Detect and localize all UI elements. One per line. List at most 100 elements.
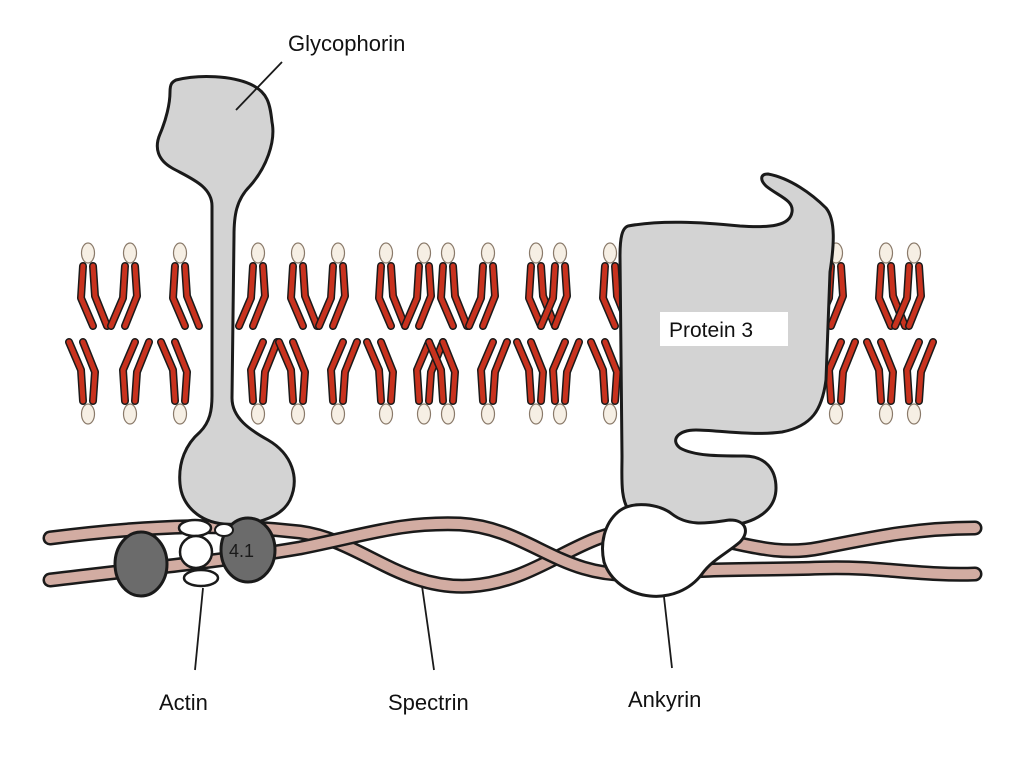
lipid-head-upper bbox=[528, 242, 544, 264]
lipid-tail-lower-b bbox=[916, 339, 936, 404]
lipid-tail-upper-b bbox=[828, 263, 846, 329]
lipid-head-upper bbox=[330, 242, 346, 264]
lipid-tail-upper-b bbox=[538, 263, 558, 329]
actin-subunit-center bbox=[178, 534, 214, 570]
lipid-tail-lower-a bbox=[550, 339, 568, 404]
lipid-head-lower bbox=[878, 403, 894, 425]
lipid-bilayer bbox=[65, 242, 937, 425]
lipid-tail-upper-a bbox=[526, 263, 544, 329]
lipid-tail-lower-a bbox=[904, 339, 922, 404]
lipid-tail-lower-b bbox=[490, 339, 510, 404]
lipid-tail-lower-b bbox=[528, 339, 546, 404]
lipid-tail-upper-b bbox=[90, 263, 110, 329]
lipid-tail-lower-a bbox=[328, 339, 346, 404]
ankyrin-protein bbox=[601, 503, 747, 598]
lipid-tail-upper-a bbox=[316, 263, 336, 329]
lipid-tail-lower-b bbox=[80, 339, 98, 404]
lipid-head-upper bbox=[122, 242, 138, 264]
lipid-tail-upper-a bbox=[538, 263, 558, 329]
lipid-head-upper bbox=[80, 242, 96, 264]
lipid-head-lower bbox=[602, 403, 618, 425]
lipid-tail-lower-a bbox=[414, 339, 432, 404]
glycophorin-label: Glycophorin bbox=[288, 31, 405, 56]
lipid-head-lower bbox=[330, 403, 346, 425]
lipid-tail-lower-b bbox=[838, 339, 858, 404]
lipid-tail-lower-b bbox=[440, 339, 458, 404]
lipid-head-lower bbox=[552, 403, 568, 425]
lipid-tail-lower-b bbox=[260, 339, 280, 404]
lipid-tail-upper-b bbox=[906, 263, 924, 329]
lipid-tail-upper-a bbox=[876, 263, 894, 329]
protein3-label-box bbox=[660, 312, 788, 346]
lipid-tail-lower-a bbox=[864, 339, 884, 404]
lipid-head-upper bbox=[416, 242, 432, 264]
spectrin-leader bbox=[421, 585, 435, 671]
lipid-head-upper bbox=[480, 242, 496, 264]
lipid-head-lower bbox=[828, 403, 844, 425]
lipid-tail-lower-a bbox=[66, 339, 86, 404]
lipid-head-lower bbox=[290, 403, 306, 425]
lipid-tail-upper-a bbox=[288, 263, 306, 329]
actin-subunit-top bbox=[177, 518, 213, 538]
lipid-tail-upper-a bbox=[402, 263, 422, 329]
lipid-tail-lower-a bbox=[276, 339, 296, 404]
lipid-tail-upper-b bbox=[416, 263, 434, 329]
lipid-tail-lower-b bbox=[290, 339, 308, 404]
ankyrin-leader bbox=[663, 596, 673, 669]
ankyrin-label: Ankyrin bbox=[628, 687, 701, 712]
lipid-tail-lower-a bbox=[248, 339, 266, 404]
lipid-tail-lower-a bbox=[158, 339, 178, 404]
lipid-tail-upper-a bbox=[236, 263, 256, 329]
glycophorin-leader bbox=[235, 61, 283, 111]
lipid-tail-upper-b bbox=[182, 263, 202, 329]
lipid-head-upper bbox=[378, 242, 394, 264]
lipid-tail-lower-a bbox=[120, 339, 138, 404]
band41-left-protein bbox=[113, 530, 169, 598]
lipid-tail-lower-b bbox=[562, 339, 582, 404]
lipid-tail-lower-a bbox=[514, 339, 534, 404]
actin-cluster bbox=[177, 518, 234, 588]
lipid-head-lower bbox=[440, 403, 456, 425]
lipid-tail-lower-b bbox=[602, 339, 620, 404]
lipid-tail-upper-a bbox=[600, 263, 618, 329]
lipid-tail-upper-b bbox=[122, 263, 140, 329]
lipid-tail-upper-b bbox=[480, 263, 498, 329]
lipid-tail-upper-a bbox=[466, 263, 486, 329]
lipid-tail-lower-a bbox=[426, 339, 446, 404]
protein3-label: Protein 3 bbox=[669, 319, 753, 342]
lipid-head-lower bbox=[122, 403, 138, 425]
lipid-head-lower bbox=[416, 403, 432, 425]
lipid-tail-upper-b bbox=[250, 263, 268, 329]
actin-subunit-bottom bbox=[182, 568, 220, 588]
leader-lines bbox=[194, 61, 673, 671]
band41-label: 4.1 bbox=[229, 541, 254, 561]
protein3-protein bbox=[618, 172, 835, 528]
lipid-tail-upper-b bbox=[450, 263, 470, 329]
lipid-tail-upper-b bbox=[388, 263, 408, 329]
lipid-head-lower bbox=[172, 403, 188, 425]
lipid-head-lower bbox=[906, 403, 922, 425]
actin-subunit-side bbox=[214, 523, 234, 537]
lipid-head-lower bbox=[378, 403, 394, 425]
lipid-head-upper bbox=[440, 242, 456, 264]
lipid-tail-upper-a bbox=[438, 263, 456, 329]
lipid-head-lower bbox=[80, 403, 96, 425]
lipid-tail-upper-b bbox=[552, 263, 570, 329]
actin-label: Actin bbox=[159, 690, 208, 715]
lipid-tail-lower-b bbox=[340, 339, 360, 404]
lipid-head-lower bbox=[250, 403, 266, 425]
lipid-tail-lower-b bbox=[132, 339, 152, 404]
lipid-head-upper bbox=[250, 242, 266, 264]
lipid-head-lower bbox=[528, 403, 544, 425]
spectrin-label: Spectrin bbox=[388, 690, 469, 715]
lipid-head-upper bbox=[906, 242, 922, 264]
lipid-tail-lower-a bbox=[826, 339, 844, 404]
lipid-head-upper bbox=[878, 242, 894, 264]
lipid-tail-lower-b bbox=[172, 339, 190, 404]
lipid-tail-upper-b bbox=[330, 263, 348, 329]
band41-right-protein bbox=[219, 516, 277, 584]
lipid-tail-lower-a bbox=[364, 339, 384, 404]
lipid-head-upper bbox=[290, 242, 306, 264]
lipid-head-upper bbox=[552, 242, 568, 264]
